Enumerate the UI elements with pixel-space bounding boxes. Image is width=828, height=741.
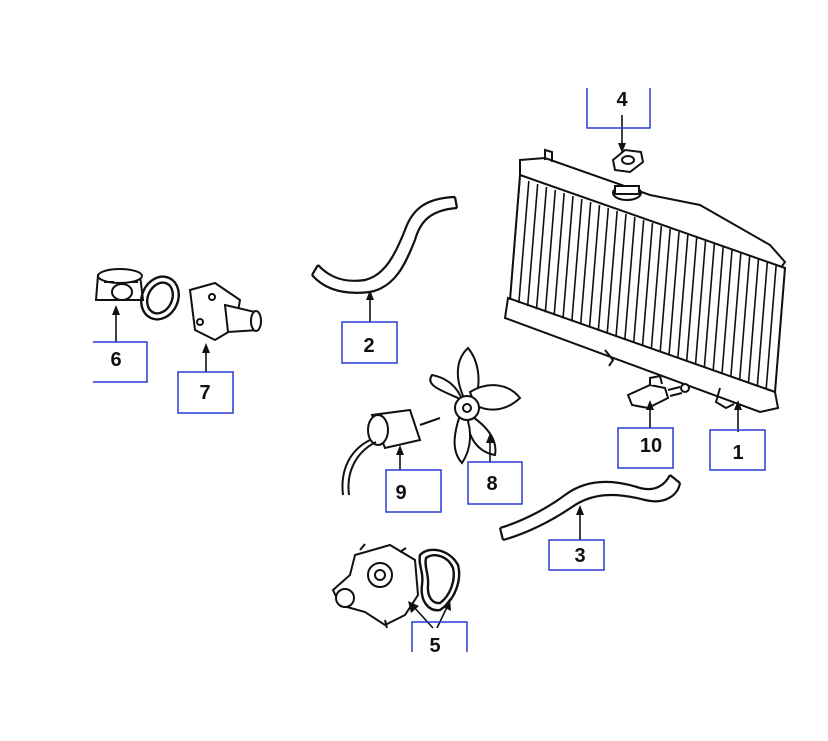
- radiator-tube: [641, 222, 654, 347]
- leader-5a: [412, 605, 434, 629]
- callout-7: 7: [177, 371, 234, 414]
- radiator-tube: [571, 198, 583, 322]
- radiator-tube: [703, 243, 716, 368]
- radiator-tube: [774, 267, 786, 393]
- thermostat-gasket: [140, 275, 180, 321]
- radiator-tube: [712, 246, 724, 371]
- callout-label-7: 7: [199, 382, 210, 404]
- radiator-tube: [597, 207, 610, 331]
- radiator-tube: [562, 195, 574, 319]
- radiator-tube: [624, 216, 636, 340]
- radiator-tube: [677, 234, 689, 359]
- callout-8: 8: [467, 461, 523, 505]
- radiator-tube: [738, 255, 751, 380]
- callouts: 1 2 3 4 5 6 7 8: [93, 88, 766, 657]
- water-pump: [331, 543, 420, 629]
- radiator-tube: [659, 228, 671, 353]
- radiator-tube: [579, 201, 592, 325]
- callout-3: 3: [548, 539, 605, 571]
- thermo-switch: [626, 374, 690, 410]
- callout-2: 2: [341, 321, 398, 364]
- radiator-tube: [553, 192, 565, 316]
- callout-4: 4: [586, 88, 651, 129]
- radiator-tube: [615, 213, 627, 337]
- radiator-tube: [694, 240, 707, 365]
- callout-label-9: 9: [395, 482, 406, 504]
- radiator-tube: [606, 210, 618, 334]
- callout-label-1: 1: [732, 442, 743, 464]
- radiator-tube: [756, 261, 769, 386]
- radiator-tube: [535, 186, 548, 310]
- upper-radiator-hose: [311, 195, 459, 294]
- radiator-tube: [509, 177, 521, 301]
- callout-5: 5: [411, 621, 468, 657]
- callout-1: 1: [709, 429, 766, 471]
- fan-motor: [341, 408, 441, 496]
- leader-lines: [112, 115, 742, 629]
- radiator-tube: [650, 225, 663, 350]
- radiator-tube: [685, 237, 698, 362]
- callout-10: 10: [617, 427, 674, 469]
- callout-9: 9: [385, 469, 442, 513]
- callout-label-6: 6: [110, 349, 121, 371]
- callout-label-4: 4: [616, 89, 628, 111]
- callout-label-8: 8: [486, 473, 497, 495]
- lower-radiator-hose: [498, 474, 682, 542]
- radiator-tube: [730, 252, 742, 377]
- leader-5b: [436, 604, 449, 629]
- radiator-tube: [526, 183, 539, 307]
- callout-6: 6: [93, 341, 148, 383]
- radiator-tube: [721, 249, 733, 374]
- radiator-tube: [668, 231, 680, 356]
- radiator-tube: [544, 189, 557, 313]
- radiator-cap-gasket: [611, 148, 645, 174]
- callout-label-2: 2: [363, 335, 374, 357]
- cooling-fan: [429, 346, 522, 465]
- callout-label-5: 5: [429, 635, 440, 657]
- radiator-tube: [765, 264, 777, 389]
- water-outlet-housing: [188, 281, 262, 342]
- radiator-tube: [518, 180, 530, 304]
- callout-label-10: 10: [640, 435, 662, 457]
- radiator-tube: [632, 219, 645, 343]
- thermostat: [94, 268, 145, 301]
- callout-label-3: 3: [574, 545, 585, 567]
- radiator-tube: [747, 258, 760, 383]
- radiator: [503, 148, 787, 414]
- water-pump-gasket: [418, 548, 461, 612]
- radiator-tube: [588, 204, 601, 328]
